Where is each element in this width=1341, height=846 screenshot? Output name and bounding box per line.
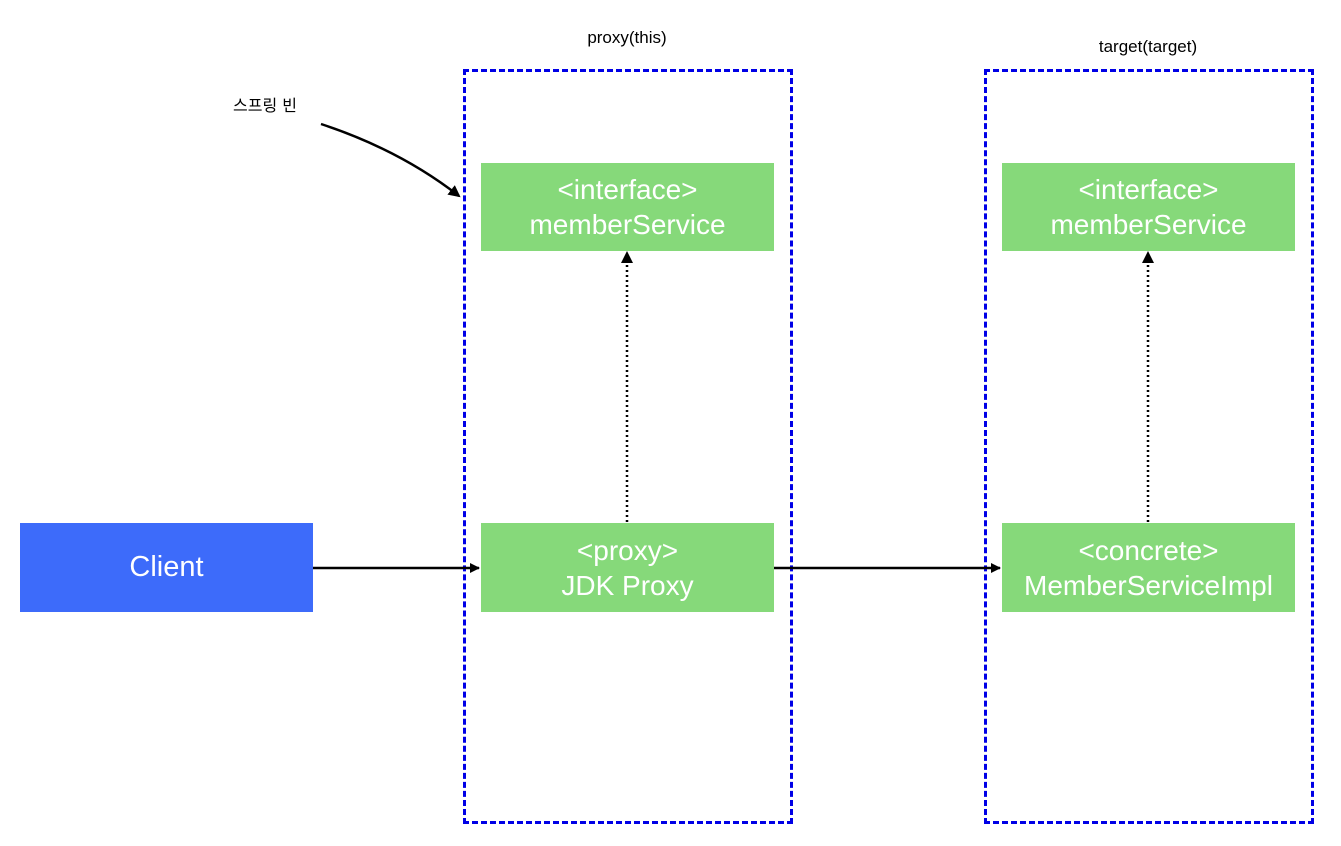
member-service-impl-stereotype: <concrete> bbox=[1078, 534, 1219, 566]
member-service-impl-node: <concrete> MemberServiceImpl bbox=[1002, 523, 1295, 612]
target-interface-node: <interface> memberService bbox=[1002, 163, 1295, 251]
jdk-proxy-name: JDK Proxy bbox=[561, 569, 694, 601]
client-node: Client bbox=[20, 523, 313, 612]
proxy-interface-node: <interface> memberService bbox=[481, 163, 774, 251]
spring-bean-label: 스프링 빈 bbox=[233, 96, 297, 115]
target-container-title: target(target) bbox=[1098, 37, 1198, 56]
target-interface-stereotype: <interface> bbox=[1078, 174, 1219, 205]
target-interface-name: memberService bbox=[1050, 209, 1247, 240]
jdk-proxy-node: <proxy> JDK Proxy bbox=[481, 523, 774, 612]
member-service-impl-name: MemberServiceImpl bbox=[1024, 569, 1273, 601]
client-label: Client bbox=[129, 551, 204, 583]
spring-bean-pointer-arrow bbox=[320, 122, 461, 198]
target-container bbox=[984, 69, 1314, 824]
jdk-proxy-stereotype: <proxy> bbox=[576, 534, 679, 566]
proxy-interface-stereotype: <interface> bbox=[557, 174, 698, 205]
proxy-container bbox=[463, 69, 793, 824]
proxy-interface-name: memberService bbox=[529, 209, 726, 240]
proxy-container-title: proxy(this) bbox=[587, 28, 667, 47]
